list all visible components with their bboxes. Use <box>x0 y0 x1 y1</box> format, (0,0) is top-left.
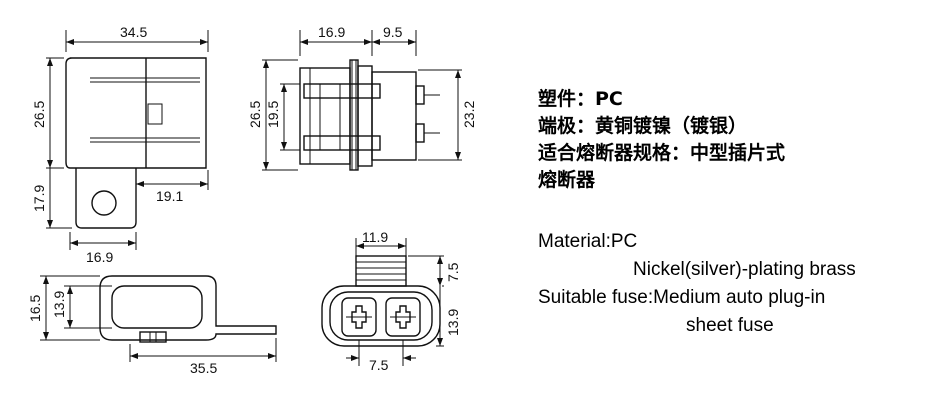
dim-34-5: 34.5 <box>120 24 147 40</box>
spec-english: Material:PC Nickel(silver)-plating brass… <box>538 228 856 340</box>
spec-en-fuse-cont: sheet fuse <box>686 315 774 336</box>
dim-13-9-front: 13.9 <box>445 309 461 336</box>
dim-16-9-side: 16.9 <box>318 24 345 40</box>
dim-26-5-side: 26.5 <box>247 101 263 128</box>
spec-cn-terminal: 端极：黄铜镀镍（镀银） <box>538 115 748 137</box>
dim-7-5-pitch: 7.5 <box>369 357 389 373</box>
spec-cn-fuse-cont: 熔断器 <box>538 169 596 191</box>
dim-7-5-tab: 7.5 <box>445 262 461 282</box>
top-view: 34.5 26.5 17.9 <box>31 24 209 265</box>
spec-chinese: 塑件：PC 端极：黄铜镀镍（镀银） 适合熔断器规格：中型插片式 熔断器 <box>538 86 785 194</box>
spec-cn-material: 塑件：PC <box>538 88 623 110</box>
dim-26-5-left: 26.5 <box>31 101 47 128</box>
bottom-view: 16.5 13.9 35.5 <box>27 275 277 376</box>
dim-19-1: 19.1 <box>156 188 183 204</box>
front-view: 11.9 7.5 <box>321 229 461 373</box>
dim-35-5: 35.5 <box>190 360 217 376</box>
dim-16-9-tab: 16.9 <box>86 249 113 265</box>
side-view: 16.9 9.5 26.5 <box>247 24 477 171</box>
dim-9-5: 9.5 <box>383 24 403 40</box>
spec-en-plating: Nickel(silver)-plating brass <box>633 259 856 280</box>
dim-23-2: 23.2 <box>461 101 477 128</box>
dim-19-5: 19.5 <box>265 101 281 128</box>
dim-13-9-bottom: 13.9 <box>51 291 67 318</box>
dim-16-5: 16.5 <box>27 295 43 322</box>
technical-drawing: 34.5 26.5 17.9 <box>27 24 477 376</box>
spec-cn-fuse: 适合熔断器规格：中型插片式 <box>538 142 786 164</box>
spec-en-fuse: Suitable fuse:Medium auto plug-in <box>538 287 826 308</box>
dim-17-9: 17.9 <box>31 185 47 212</box>
spec-en-material: Material:PC <box>538 231 638 252</box>
dim-11-9: 11.9 <box>362 229 388 245</box>
